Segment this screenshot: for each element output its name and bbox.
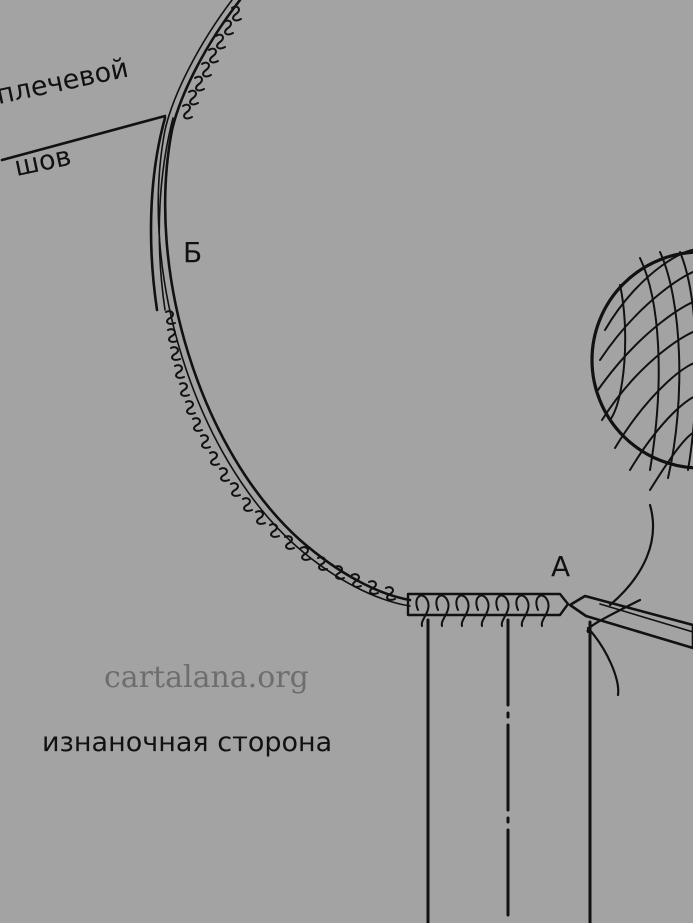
yarn-strand [586,503,655,697]
wrong-side-label: изнаночная сторона [42,727,333,758]
point-a-label: А [551,550,571,583]
seam-allowance-strip [149,116,167,312]
needle-bar [406,592,570,617]
stitches-top [182,5,242,120]
stitches-lower-curve [165,310,396,601]
point-b-label: Б [183,236,203,269]
yarn-ball [590,248,693,491]
needle-eye [599,603,693,633]
watermark: cartalana.org [104,660,309,695]
shoulder-seam-leader [0,114,167,162]
stitches-on-needle [415,594,550,627]
seam-allowance-strip-inner [158,117,174,311]
sewing-needle [568,594,693,650]
armhole-curve-inner [157,0,411,607]
